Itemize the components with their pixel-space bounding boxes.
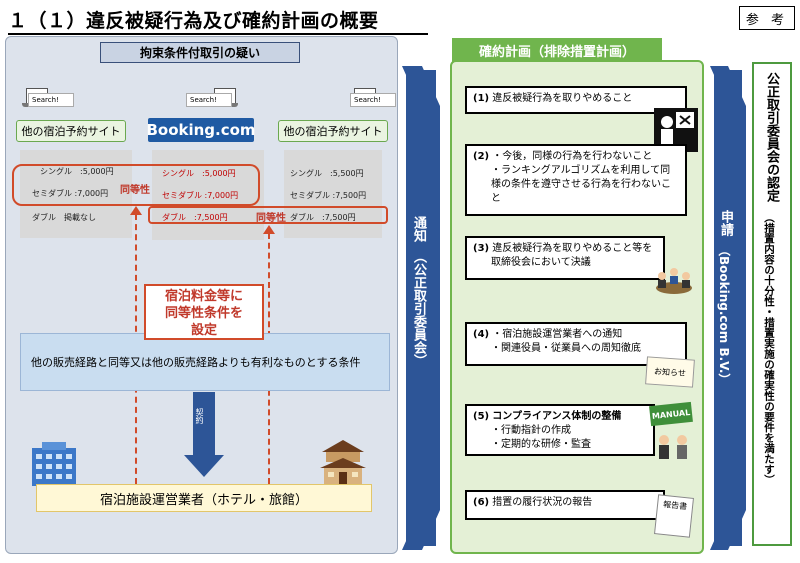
step-text: 違反被疑行為を取りやめること等を [492,243,653,254]
rate-box-line: 宿泊料金等に [164,289,243,304]
step-number: (1) [473,93,490,104]
parity-condition-bar: 他の販売経路と同等又は他の販売経路よりも有利なものとする条件 [20,333,390,391]
commitment-plan-title: 確約計画（排除措置計画） [452,38,662,62]
contract-arrow-shaft [193,392,215,456]
report-document-icon: 報告書 [654,494,694,538]
stop-gesture-icon [654,108,698,152]
rate-box-line: 設定 [190,323,217,338]
site-label-booking: Booking.com [146,118,256,142]
rate-parity-box: 宿泊料金等に 同等性条件を 設定 [144,284,264,340]
step-text: コンプライアンス体制の整備 [492,411,622,422]
parity-oval-double [148,206,388,224]
notice-paper-icon: お知らせ [645,356,695,388]
site-label-other-right: 他の宿泊予約サイト [278,120,388,142]
price-double: ダブル :7,500円 [290,213,356,222]
notice-label: 通知 [411,216,426,242]
step-6: (6) 措置の履行状況の報告 [465,490,665,520]
apply-label: 申請 [718,210,733,236]
parity-label: 同等性 [120,185,150,196]
step-number: (3) [473,243,490,254]
title-underline [8,33,428,35]
training-icon [659,435,687,459]
price-single: シングル :5,500円 [290,169,364,178]
left-panel-heading: 拘束条件付取引の疑い [100,42,300,63]
contract-arrow-head [184,455,224,477]
price-card-right: シングル :5,500円 セミダブル :7,500円 ダブル :7,500円 [284,150,382,238]
step-text: ・行動指針の作成 [491,425,571,436]
jftc-approval-box [752,62,792,546]
ryokan-building-icon [320,440,366,484]
search-box: Search! [186,93,232,107]
price-single: シングル :5,000円 [40,167,114,176]
step-number: (5) [473,411,490,422]
arrow-head-up [263,225,275,234]
price-semidouble: セミダブル :7,000円 [32,189,109,198]
price-semidouble: セミダブル :7,500円 [290,191,367,200]
notice-arrow [402,66,440,550]
price-double: ダブル 掲載なし [32,213,96,222]
step-number: (4) [473,329,490,340]
step-3: (3) 違反被疑行為を取りやめること等を 取締役会において決議 [465,236,665,280]
rate-box-line: 同等性条件を [164,306,243,321]
apply-arrow [710,66,746,550]
apply-sub-label: （Booking.com B.V.） [717,244,731,386]
step-1: (1) 違反被疑行為を取りやめること [465,86,687,114]
search-box: Search! [350,93,396,107]
hotel-operator-bar: 宿泊施設運営業者（ホテル・旅館） [36,484,372,512]
parity-oval-single-semidouble [12,164,260,206]
step-number: (2) [473,151,490,162]
reference-badge: 参 考 [739,6,795,30]
step-text: 取締役会において決議 [491,257,591,268]
step-text: ・今後，同様の行為を行わないこと [492,151,653,162]
step-text: ・関連役員・従業員への周知徹底 [491,343,641,354]
search-box: Search! [28,93,74,107]
price-semidouble: セミダブル :7,000円 [162,191,239,200]
contract-label: 契約 [195,408,204,424]
price-double: ダブル :7,500円 [162,213,228,222]
step-5: (5) コンプライアンス体制の整備 ・行動指針の作成 ・定期的な研修・監査 [465,404,655,456]
office-building-icon [32,442,76,486]
approval-conditions: （措置内容の十分性・措置実施の確実性の要件を満たす） [763,212,775,485]
price-single: シングル :5,000円 [162,169,236,178]
arrow-head-up [130,206,142,215]
step-text: ・定期的な研修・監査 [491,439,591,450]
parity-label: 同等性 [256,213,286,224]
site-label-other-left: 他の宿泊予約サイト [16,120,126,142]
step-text: ・ランキングアルゴリズムを利用して同様の条件を遵守させる行為を行わないこと [491,165,671,204]
step-text: 措置の履行状況の報告 [492,497,593,508]
board-meeting-icon [656,268,692,294]
step-2: (2) ・今後，同様の行為を行わないこと ・ランキングアルゴリズムを利用して同様… [465,144,687,216]
step-text: ・宿泊施設運営業者への通知 [492,329,623,340]
approval-title: 公正取引委員会の認定 [764,72,779,202]
page-title: １（１）違反被疑行為及び確約計画の概要 [8,10,379,32]
step-number: (6) [473,497,490,508]
step-text: 違反被疑行為を取りやめること [492,93,633,104]
notice-sub-label: （公正取引委員会） [411,250,426,367]
